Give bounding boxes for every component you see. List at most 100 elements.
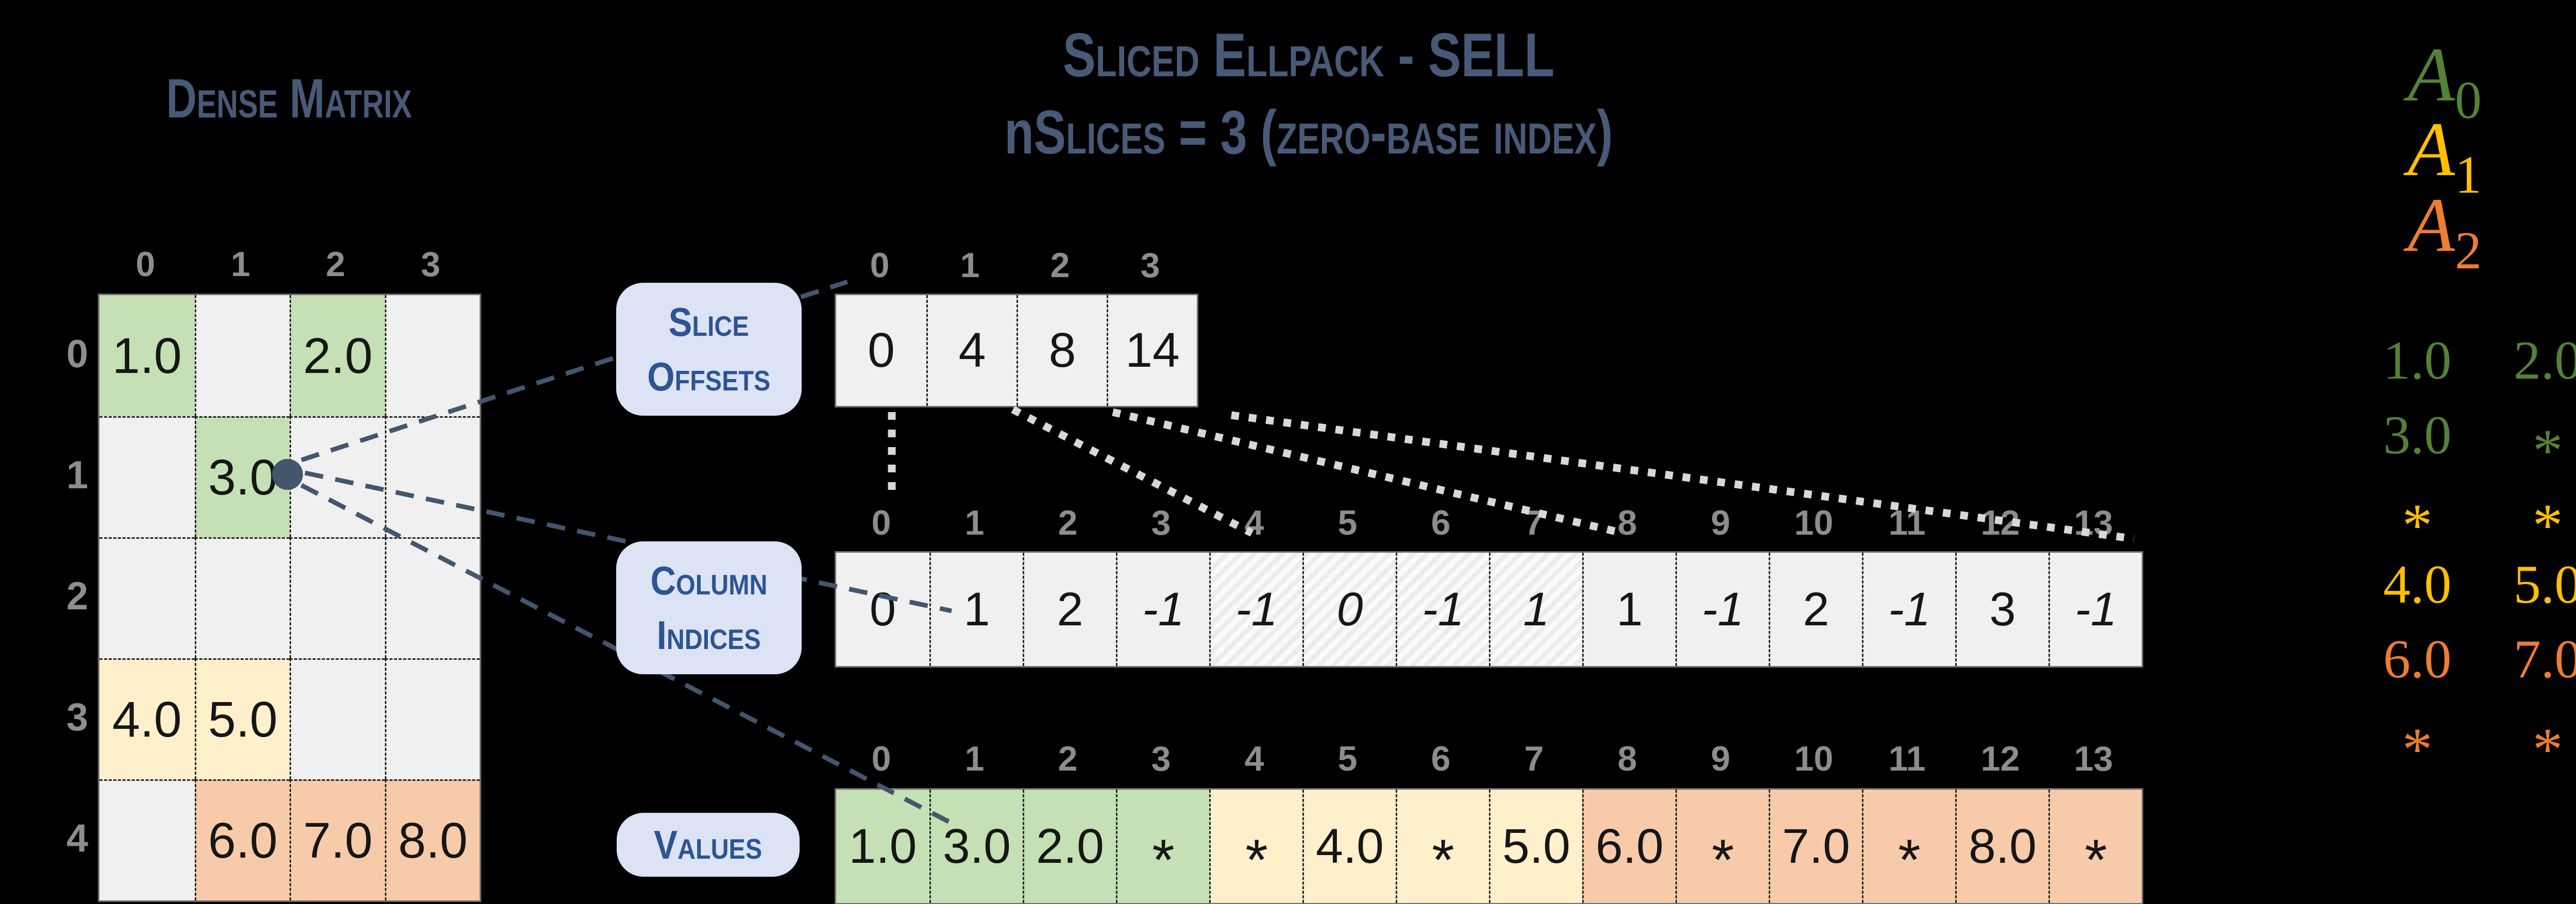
slice-label-subscript-1: 1 bbox=[2454, 145, 2482, 204]
column-indices-cell-5: 0 bbox=[1302, 553, 1396, 666]
dense-cell-r0-c2: 2.0 bbox=[290, 295, 385, 416]
column-indices-value-0: 0 bbox=[869, 583, 896, 636]
dense-cell-value-r0-c2: 2.0 bbox=[303, 327, 373, 384]
dense-cell-r1-c3 bbox=[384, 416, 480, 537]
ci-grid-header-5: 5 bbox=[1337, 503, 1358, 542]
slice-label-base-0: A bbox=[2408, 32, 2455, 117]
panel-value-r3-c0: 4.0 bbox=[2383, 554, 2452, 615]
values-cell-1: 3.0 bbox=[929, 790, 1023, 903]
values-cell-8: 6.0 bbox=[1582, 790, 1675, 903]
values-cell-9: * bbox=[1675, 790, 1769, 903]
dense-cell-value-r3-c0: 4.0 bbox=[112, 691, 182, 747]
so-grid-header-1: 1 bbox=[960, 246, 980, 285]
dense-cell-r4-c3: 8.0 bbox=[384, 779, 480, 900]
main-title-line1: Sliced Ellpack - SELL bbox=[1062, 21, 1555, 90]
column-indices-value-8: 1 bbox=[1616, 583, 1643, 636]
column-indices-value-10: 2 bbox=[1803, 583, 1829, 636]
values-label-box: Values bbox=[617, 813, 800, 877]
dense-cell-value-r1-c1: 3.0 bbox=[208, 449, 278, 505]
main-title-line2: nSlices = 3 (zero-base index) bbox=[987, 97, 1630, 168]
dense-cell-r4-c1: 6.0 bbox=[194, 779, 290, 900]
va-grid-header-10: 10 bbox=[1794, 739, 1834, 778]
values-cell-13: * bbox=[2048, 790, 2142, 903]
ci-grid-header-4: 4 bbox=[1244, 503, 1264, 542]
panel-cell-r4-c0: 6.0 bbox=[2355, 622, 2479, 696]
dense-col-header-1: 1 bbox=[230, 245, 250, 284]
column-indices-label-box: Column Indices bbox=[616, 541, 802, 674]
panel-cell-r1-c0: 3.0 bbox=[2355, 398, 2479, 472]
panel-value-r2-c0: * bbox=[2402, 491, 2433, 559]
dense-col-header-3: 3 bbox=[420, 245, 440, 284]
dense-cell-r2-c2 bbox=[290, 537, 385, 658]
va-grid-header-3: 3 bbox=[1151, 739, 1171, 778]
column-indices-value-6: -1 bbox=[1422, 583, 1464, 636]
panel-value-r5-c0: * bbox=[2402, 715, 2433, 783]
panel-value-r3-c1: 5.0 bbox=[2513, 554, 2576, 615]
ci-grid-header-13: 13 bbox=[2074, 503, 2113, 542]
dense-row-header-1: 1 bbox=[66, 453, 89, 497]
va-grid-header-13: 13 bbox=[2074, 739, 2113, 778]
panel-cell-r2-c0: * bbox=[2355, 472, 2479, 559]
dense-cell-r2-c0 bbox=[99, 537, 195, 658]
values-value-4: * bbox=[1245, 827, 1268, 892]
column-indices-cell-3: -1 bbox=[1116, 553, 1209, 666]
ci-grid-header-10: 10 bbox=[1794, 503, 1834, 542]
main-title-nslices-prefix: n bbox=[1004, 98, 1034, 167]
slice-offsets-value-0: 0 bbox=[868, 323, 895, 378]
panel-value-r1-c0: 3.0 bbox=[2383, 405, 2452, 465]
dense-cell-r4-c2: 7.0 bbox=[290, 779, 385, 900]
values-cell-4: * bbox=[1209, 790, 1302, 903]
dense-col-header-2: 2 bbox=[326, 245, 346, 284]
values-cell-7: 5.0 bbox=[1489, 790, 1582, 903]
dense-cell-r4-c0 bbox=[99, 779, 195, 900]
values-value-7: 5.0 bbox=[1502, 818, 1571, 874]
slice-label-A0: A0 bbox=[2383, 33, 2506, 142]
dense-row-header-2: 2 bbox=[66, 574, 89, 618]
dense-cell-r1-c1: 3.0 bbox=[194, 416, 290, 537]
panel-cell-r3-c0: 4.0 bbox=[2355, 547, 2479, 622]
values-value-11: * bbox=[1898, 827, 1921, 892]
panel-value-r0-c1: 2.0 bbox=[2513, 330, 2576, 390]
slice-offsets-cell-3: 14 bbox=[1107, 295, 1197, 406]
va-grid-header-12: 12 bbox=[1980, 739, 2020, 778]
values-value-12: 8.0 bbox=[1968, 818, 2037, 874]
so-grid-header-0: 0 bbox=[870, 246, 890, 285]
values-value-5: 4.0 bbox=[1315, 818, 1384, 874]
column-indices-cell-12: 3 bbox=[1955, 553, 2048, 666]
column-indices-value-11: -1 bbox=[1888, 583, 1930, 636]
values-cell-2: 2.0 bbox=[1023, 790, 1116, 903]
va-grid-header-7: 7 bbox=[1524, 739, 1544, 778]
column-indices-value-1: 1 bbox=[963, 583, 990, 636]
dense-cell-r1-c2 bbox=[290, 416, 385, 537]
column-indices-cell-1: 1 bbox=[929, 553, 1023, 666]
panel-cell-r0-c1: 2.0 bbox=[2486, 323, 2576, 398]
slice-label-A1: A1 bbox=[2383, 108, 2506, 216]
dense-cell-r2-c1 bbox=[194, 537, 290, 658]
column-indices-value-4: -1 bbox=[1235, 583, 1278, 636]
column-indices-cell-2: 2 bbox=[1023, 553, 1116, 666]
values-value-0: 1.0 bbox=[849, 818, 917, 874]
values-cell-3: * bbox=[1116, 790, 1209, 903]
slice-label-base-1: A bbox=[2408, 107, 2455, 192]
ci-grid-header-1: 1 bbox=[964, 503, 985, 542]
panel-cell-r3-c1: 5.0 bbox=[2486, 547, 2576, 622]
values-value-10: 7.0 bbox=[1782, 818, 1851, 874]
va-grid-header-9: 9 bbox=[1710, 739, 1731, 778]
values-value-8: 6.0 bbox=[1595, 818, 1664, 874]
va-grid-header-6: 6 bbox=[1431, 739, 1451, 778]
dense-cell-value-r0-c0: 1.0 bbox=[112, 327, 182, 384]
dense-cell-r0-c1 bbox=[194, 295, 290, 416]
values-cell-12: 8.0 bbox=[1955, 790, 2048, 903]
column-indices-cell-0: 0 bbox=[836, 553, 929, 666]
ci-grid-header-12: 12 bbox=[1980, 503, 2020, 542]
slice-offsets-label-line2: Offsets bbox=[647, 354, 771, 399]
column-indices-value-12: 3 bbox=[1989, 583, 2016, 636]
ci-grid-header-11: 11 bbox=[1888, 503, 1926, 542]
slice-offsets-label-line1: Slice bbox=[668, 299, 750, 345]
dense-cell-r3-c2 bbox=[290, 658, 385, 779]
dense-cell-value-r3-c1: 5.0 bbox=[208, 691, 278, 747]
panel-value-r0-c0: 1.0 bbox=[2383, 330, 2452, 390]
va-grid-header-5: 5 bbox=[1337, 739, 1358, 778]
